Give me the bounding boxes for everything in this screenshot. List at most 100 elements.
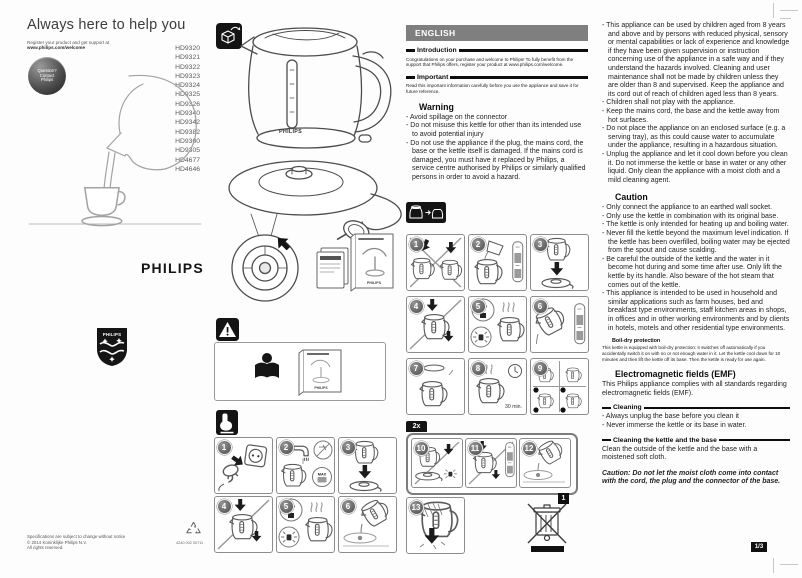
safety-item: Children shall not play with the applian… (602, 99, 790, 108)
step-number-badge: 3 (532, 236, 548, 252)
caution-item: This appliance is intended to be used in… (602, 290, 790, 333)
step-number-badge: 6 (340, 498, 356, 514)
step-number-badge: 11 (467, 440, 483, 456)
step-number-badge: 2 (470, 236, 486, 252)
step-panel: 1 (406, 234, 465, 291)
safety-item: This appliance can be used by children a… (602, 22, 790, 99)
section-heading-cleaning-kettle: Cleaning the kettle and the base (602, 437, 790, 444)
caution-note: Caution: Do not let the moist cloth come… (602, 469, 781, 486)
model-number: HD9342 (175, 119, 200, 127)
step-illustration: MAX (281, 440, 333, 487)
caution-item: Only use the kettle in combination with … (602, 213, 790, 222)
step-illustration (409, 299, 462, 350)
step-number-badge: 10 (413, 440, 429, 456)
step-panel: 4 (406, 296, 465, 353)
warning-triangle-icon (216, 318, 239, 341)
step-panel: 6 (338, 496, 397, 553)
step-panel: 12 (519, 438, 571, 488)
crop-mark (780, 10, 798, 11)
caution-item: Be careful the outside of the kettle and… (602, 256, 790, 290)
step-number-badge: 6 (532, 298, 548, 314)
model-number: HD9323 (175, 72, 200, 80)
page-indicator: 1/3 (751, 542, 767, 552)
step-panel: 8 30 min. (468, 358, 527, 415)
contact-philips-badge: Question? Contact Philips (28, 57, 66, 95)
language-header-bar: ENGLISH (406, 25, 588, 41)
boil-dry-body: This kettle is equipped with boil-dry pr… (602, 345, 781, 362)
emf-body: This Philips appliance complies with all… (602, 381, 787, 397)
step-number-badge: 5 (470, 298, 486, 314)
caution-list: Only connect the appliance to an earthed… (602, 204, 790, 333)
step-panel: 11 (465, 438, 517, 488)
product-overview-illustration: PHILIPS (228, 27, 402, 302)
read-manual-panel: PHILIPS (214, 342, 386, 401)
legal-line: All rights reserved. (27, 545, 64, 551)
step-number-badge: 1 (216, 439, 232, 455)
cover-kettle-pour-illustration (28, 74, 202, 227)
step-panel: 2 MAX (276, 437, 335, 494)
register-text: Register your product and get support at… (27, 40, 109, 51)
legal-fine-print: Specifications are subject to change wit… (27, 534, 125, 551)
recycle-icon (186, 521, 201, 534)
step-illustration (533, 361, 586, 413)
step-number-badge: 4 (408, 298, 424, 314)
philips-shield-logo: PHILIPS (97, 328, 127, 366)
model-number: HD9320 (175, 45, 200, 52)
crop-mark (773, 3, 774, 18)
cleaning-item: Always unplug the base before you clean … (602, 413, 790, 422)
caution-item: Only connect the appliance to an earthed… (602, 204, 790, 213)
register-line: Register your product and get support at (27, 40, 110, 45)
safety-item: Do not place the appliance on an enclose… (602, 125, 790, 151)
step-number-badge: 1 (408, 236, 424, 252)
warning-item: Do not use the appliance if the plug, th… (406, 140, 588, 183)
step-number-badge: 4 (216, 498, 232, 514)
model-number: HD4677 (175, 156, 200, 164)
step-illustration (468, 441, 515, 485)
important-body: Read this important information carefull… (406, 83, 579, 95)
manual-text-column-1: ENGLISH Introduction Congratulations on … (406, 25, 588, 183)
warning-item: Avoid spillage on the connector (406, 114, 588, 123)
step-illustration (532, 303, 586, 345)
booklet-brand-label: PHILIPS (367, 281, 382, 285)
descale-time-label: 30 min. (505, 404, 522, 410)
step-number-badge: 3 (340, 439, 356, 455)
read-manual-illustration: PHILIPS (255, 349, 342, 396)
step-panel: 6 (530, 296, 589, 353)
step-panel: 3 (338, 437, 397, 494)
two-kettles-icon (406, 202, 446, 223)
step-panel: 2 (468, 234, 527, 291)
step-panel: 13 (406, 497, 465, 554)
step-number-badge: 13 (408, 499, 424, 515)
section-heading-label: Introduction (417, 47, 457, 54)
caution-item: The kettle is only intended for heating … (602, 221, 790, 230)
step-number-badge: 8 (470, 360, 486, 376)
step-panel: 3 (530, 234, 589, 291)
introduction-body: Congratulations on your purchase and wel… (406, 56, 574, 68)
manual-text-column-2: This appliance can be used by children a… (602, 22, 790, 487)
step-panel: 9 (530, 358, 589, 415)
section-heading-introduction: Introduction (406, 47, 588, 54)
step-number-badge: 12 (521, 440, 537, 456)
unboxing-icon (216, 23, 242, 49)
section-heading-cleaning: Cleaning (602, 404, 790, 411)
step-panel: 5 (276, 496, 335, 553)
model-number: HD9321 (175, 54, 200, 62)
step-illustration (217, 499, 270, 550)
cover-tagline: Always here to help you (27, 17, 186, 33)
safety-item: Unplug the appliance and let it cool dow… (602, 151, 790, 185)
weee-note-badge: 1 (558, 493, 569, 504)
step-illustration (343, 497, 393, 547)
cleaning-kettle-body: Clean the outside of the kettle and the … (602, 445, 758, 462)
cleaning-list: Always unplug the base before you clean … (602, 413, 790, 430)
document-code: 4240 002 00711 (176, 541, 204, 545)
step-number-badge: 5 (278, 498, 294, 514)
caution-heading: Caution (615, 192, 648, 203)
model-number: HD4646 (175, 165, 200, 173)
step-panel: 1 (214, 437, 273, 494)
shield-wordmark: PHILIPS (103, 332, 121, 337)
step-panel: 4 (214, 496, 273, 553)
register-url: www.philips.com/welcome (27, 45, 86, 51)
step-illustration (474, 240, 524, 285)
repeat-count-tab: 2x (406, 421, 427, 432)
